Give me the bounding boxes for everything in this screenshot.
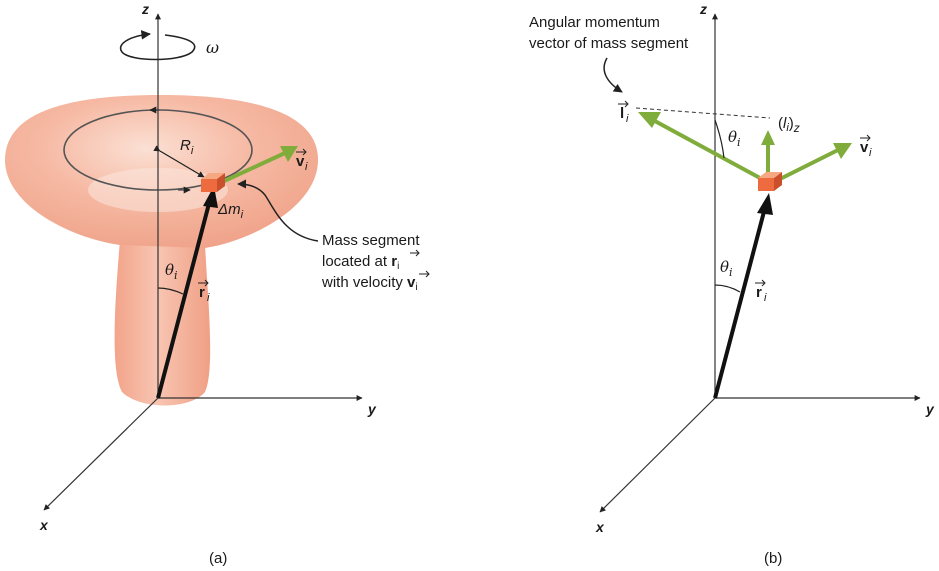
x-axis-a <box>43 397 159 511</box>
svg-text:v: v <box>860 139 869 156</box>
z-axis-label-b: z <box>699 1 707 17</box>
theta-label-b-lower: θi <box>720 258 733 279</box>
omega-label: ω <box>206 38 219 57</box>
theta-label-a: θi <box>165 261 178 282</box>
mass-callout-text: Mass segment located at ri with velocity… <box>321 232 430 293</box>
r-vector-b <box>713 203 768 399</box>
rigid-body <box>5 95 318 406</box>
svg-text:l: l <box>620 105 624 122</box>
svg-text:vector of mass segment: vector of mass segment <box>529 35 689 52</box>
radius-arrow <box>153 145 205 178</box>
r-vector-label-a: r i <box>198 279 210 304</box>
caption-b: (b) <box>764 550 782 567</box>
svg-text:located at ri: located at ri <box>322 253 399 272</box>
v-vector-label-a: v i <box>296 148 308 173</box>
v-vector-a-head <box>280 146 298 162</box>
y-axis-label-a: y <box>367 401 377 417</box>
r-vector-a <box>156 195 213 399</box>
y-axis-label-b: y <box>925 401 935 417</box>
panel-b: z y x Angular momentum vector of mass se… <box>529 1 935 567</box>
l-vector-head <box>638 112 661 128</box>
theta-arc-b-lower <box>714 284 741 293</box>
l-vector-label: l i <box>618 100 629 125</box>
theta-label-b-upper: θi <box>728 128 741 149</box>
v-vector-b <box>777 148 839 182</box>
svg-text:with velocity vi: with velocity vi <box>321 274 418 293</box>
mass-segment-cube-b <box>758 172 782 191</box>
v-vector-b-head <box>833 143 852 159</box>
projection-dashed-line <box>635 107 771 119</box>
x-axis-label-a: x <box>39 517 49 533</box>
svg-text:Mass segment: Mass segment <box>322 232 420 249</box>
delta-m-label: Δmi <box>217 201 244 221</box>
mass-segment-cube <box>201 173 225 192</box>
svg-text:Angular momentum: Angular momentum <box>529 14 660 31</box>
v-vector-a <box>221 151 286 184</box>
svg-text:i: i <box>305 161 308 173</box>
theta-arc-b-upper <box>714 119 725 159</box>
lz-label: (li)z <box>778 115 800 135</box>
x-axis-label-b: x <box>595 519 605 535</box>
l-vector <box>652 118 761 180</box>
angular-momentum-callout-text: Angular momentum vector of mass segment <box>529 14 689 52</box>
svg-text:r: r <box>756 284 762 301</box>
svg-text:i: i <box>869 147 872 159</box>
caption-a: (a) <box>209 550 227 567</box>
mass-callout-arrow <box>237 179 319 242</box>
z-axis-label-a: z <box>141 1 149 17</box>
theta-arc-a <box>157 287 184 295</box>
svg-text:r: r <box>199 284 205 301</box>
omega-rotation-icon <box>119 30 196 61</box>
x-axis-b <box>599 397 716 513</box>
svg-text:i: i <box>207 292 210 304</box>
v-vector-label-b: v i <box>860 134 872 159</box>
svg-text:i: i <box>626 113 629 125</box>
lz-vector-head <box>761 130 775 145</box>
svg-text:i: i <box>764 292 767 304</box>
radius-label: Ri <box>180 137 194 157</box>
angular-momentum-callout-arrow <box>603 57 623 93</box>
r-vector-label-b: r i <box>755 279 767 304</box>
r-vector-b-head <box>757 193 773 215</box>
panel-a: z y x ω Ri θi r i v i Δmi Mass segment l… <box>5 1 430 567</box>
svg-text:v: v <box>296 153 305 170</box>
